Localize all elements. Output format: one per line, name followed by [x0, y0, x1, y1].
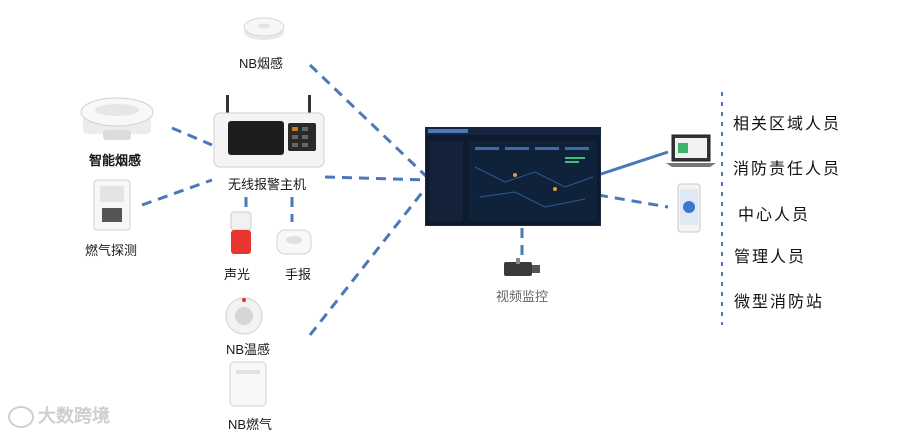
line-nb-temp: [310, 185, 428, 335]
dashboard-screen-icon: [425, 127, 601, 226]
nb-gas-detector: [228, 360, 268, 413]
smart-smoke-detector: [77, 92, 157, 149]
personnel-related-area: 相关区域人员: [733, 110, 841, 134]
wireless-alarm-host-label: 无线报警主机: [228, 174, 306, 193]
line-gas-detect: [142, 180, 212, 205]
line-smart-smoke: [172, 128, 212, 145]
sound-light-alarm: [228, 210, 254, 261]
sound-light-label: 声光: [224, 264, 250, 283]
smart-smoke-label: 智能烟感: [89, 150, 141, 169]
gas-detector-icon: [92, 178, 132, 232]
smoke-detector-icon: [77, 92, 157, 144]
smoke-detector-icon: [242, 12, 286, 42]
nb-gas-label: NB燃气: [228, 414, 272, 433]
nb-smoke-detector: [242, 12, 286, 47]
video-camera: [502, 256, 544, 287]
alarm-host-icon: [212, 95, 328, 171]
personnel-center: 中心人员: [738, 201, 810, 225]
nb-temp-label: NB温感: [226, 339, 270, 358]
laptop-icon: [666, 133, 716, 169]
personnel-fire-responsible: 消防责任人员: [733, 155, 841, 179]
gas-detector-icon: [228, 360, 268, 408]
line-tablet: [598, 195, 668, 207]
phone-icon: [677, 183, 701, 233]
line-host: [325, 177, 428, 180]
manual-alarm-label: 手报: [285, 264, 311, 283]
watermark: 大数跨境: [8, 402, 110, 428]
personnel-management: 管理人员: [734, 243, 806, 267]
nb-temp-detector: [222, 296, 266, 341]
gas-detect-label: 燃气探测: [85, 240, 137, 259]
personnel-micro-fire-station: 微型消防站: [734, 288, 824, 312]
watermark-logo-icon: [8, 406, 34, 428]
camera-icon: [502, 256, 544, 282]
nb-smoke-label: NB烟感: [239, 53, 283, 72]
laptop-terminal: [666, 133, 716, 174]
manual-alarm: [274, 224, 314, 263]
siren-icon: [228, 210, 254, 256]
video-monitor-label: 视频监控: [496, 286, 548, 305]
manual-button-icon: [274, 224, 314, 258]
watermark-text: 大数跨境: [38, 406, 110, 426]
line-laptop: [598, 152, 668, 175]
gas-detector: [92, 178, 132, 237]
mobile-terminal: [677, 183, 701, 238]
platform-screen: [425, 127, 601, 226]
temp-detector-icon: [222, 296, 266, 336]
wireless-alarm-host: [212, 95, 328, 176]
